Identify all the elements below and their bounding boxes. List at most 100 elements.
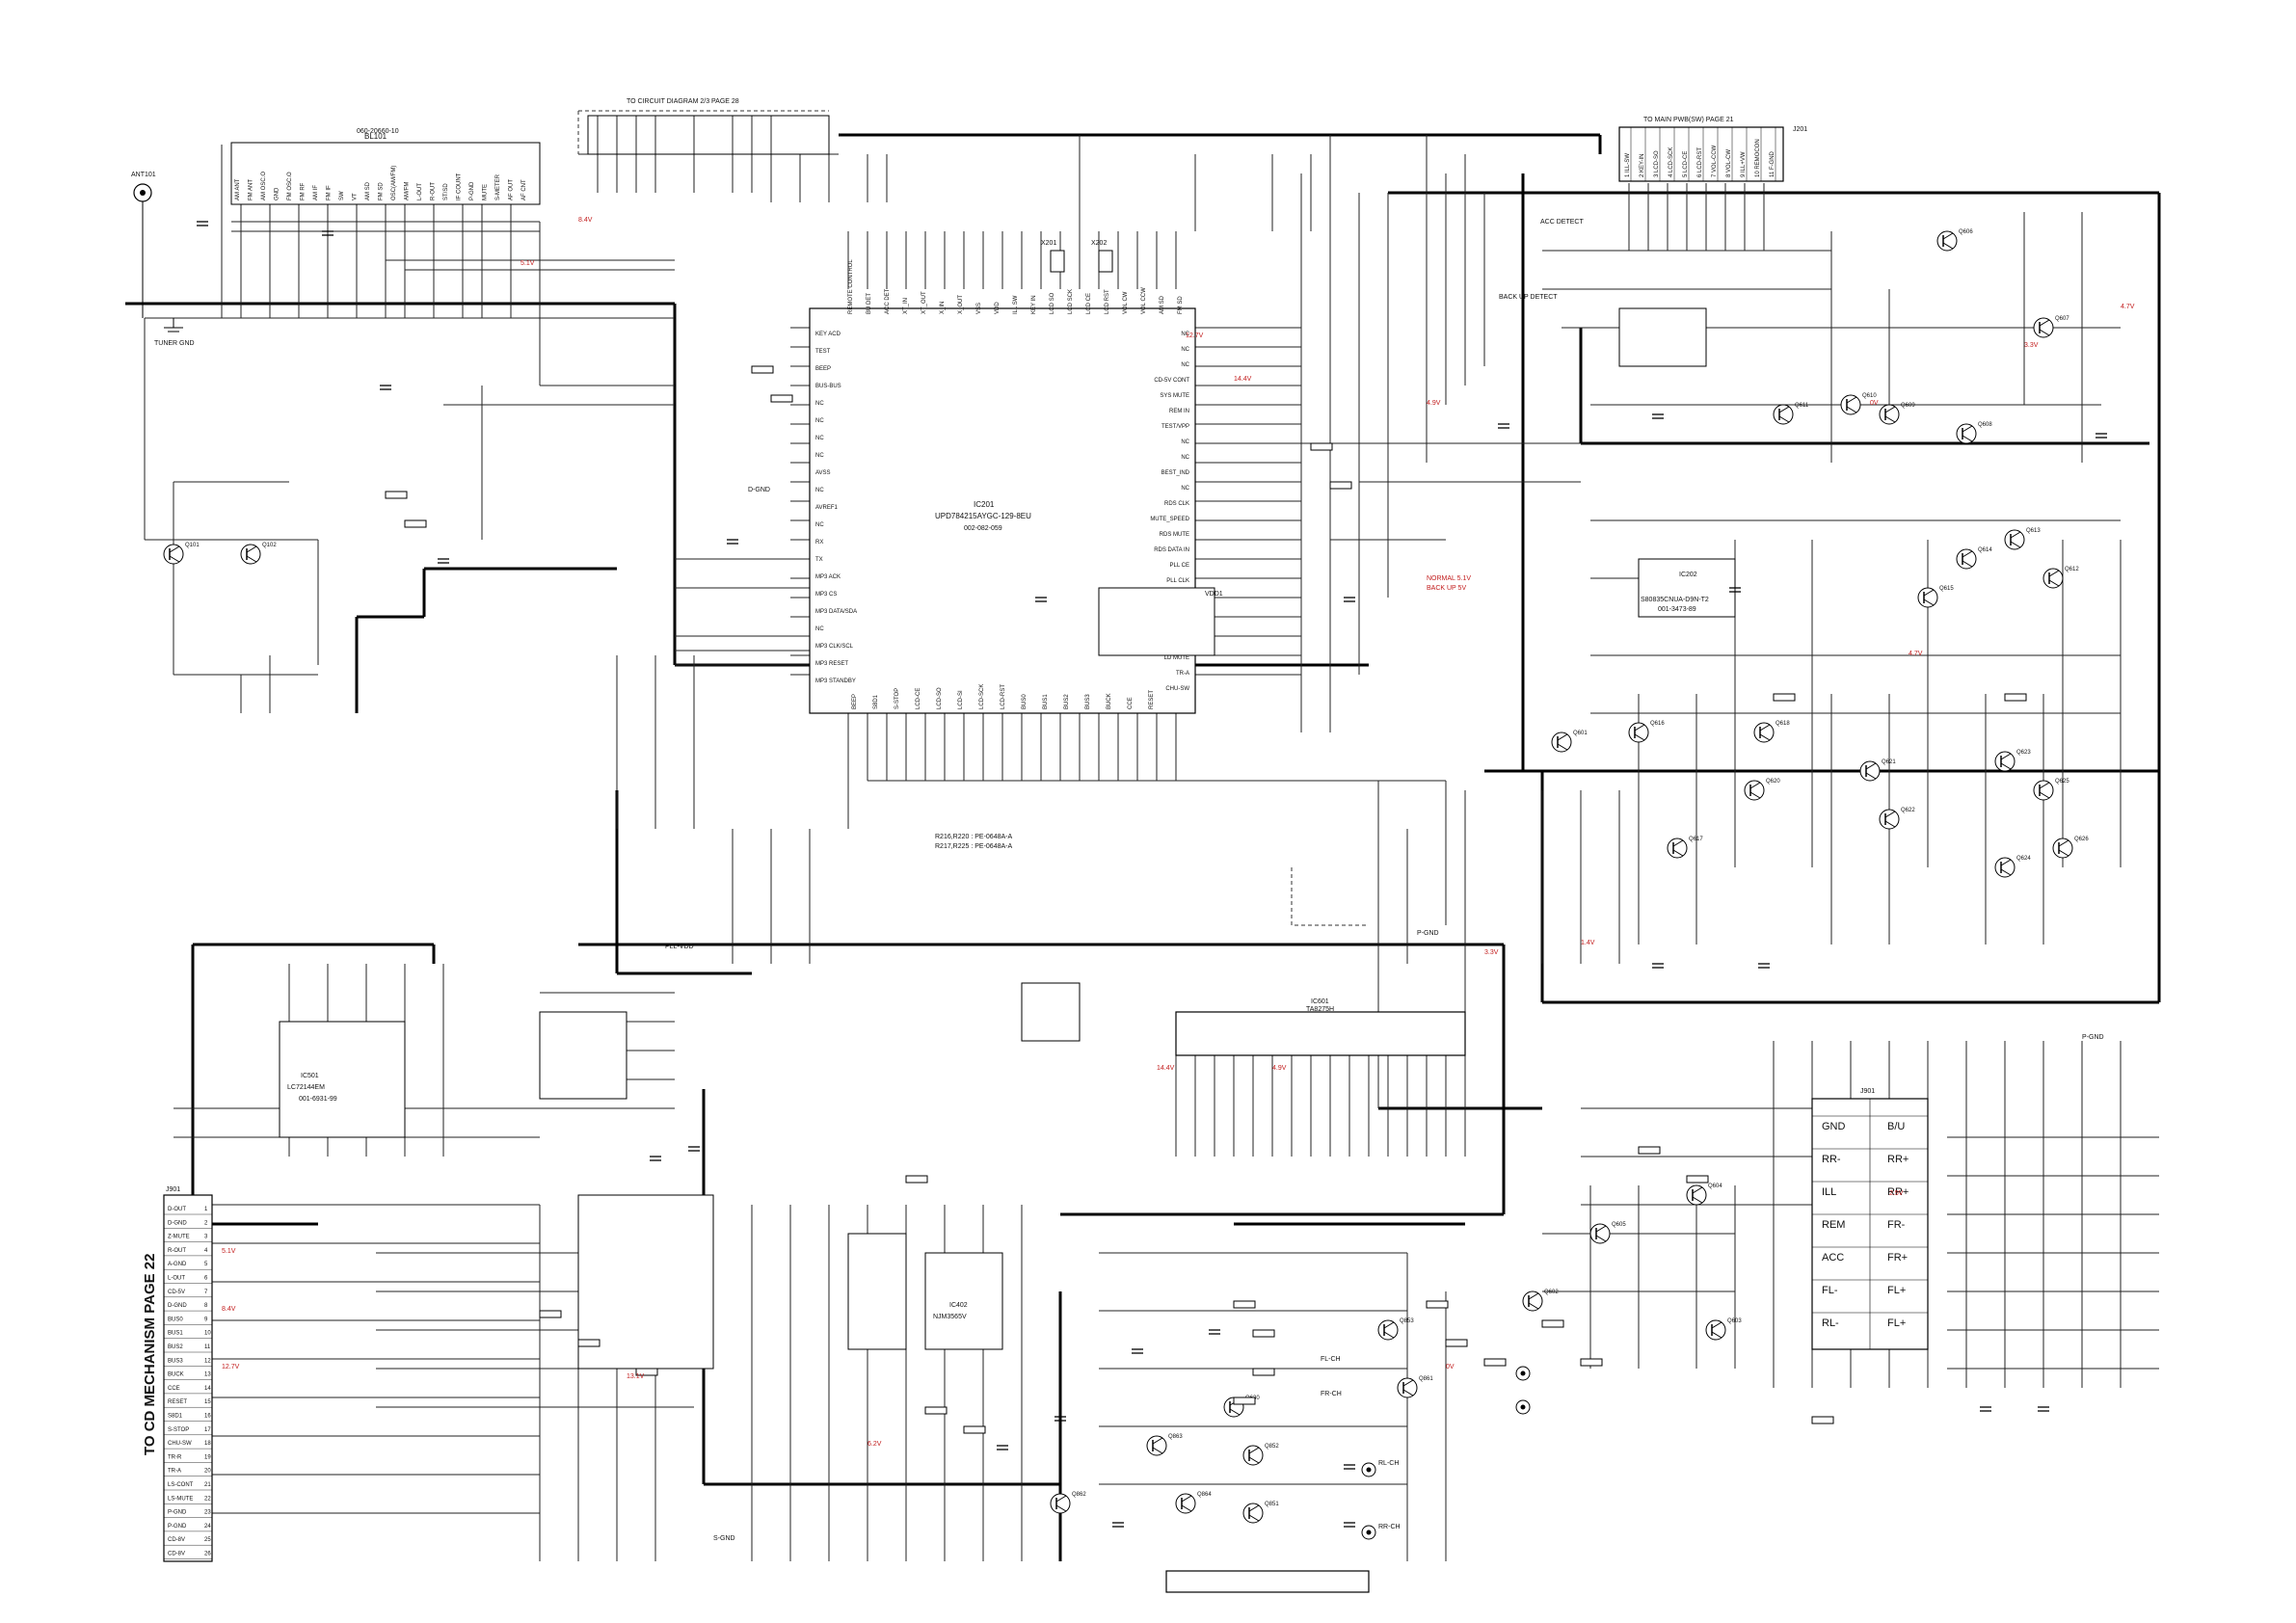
capacitor — [1758, 963, 1770, 969]
resistor — [577, 1339, 601, 1347]
transistor: Q612 — [2042, 567, 2079, 589]
resistor — [1811, 1416, 1834, 1424]
transistor: Q621 — [1859, 759, 1896, 782]
cd-pin-label: BUCK — [168, 1372, 184, 1378]
transistor-label: Q605 — [1612, 1222, 1626, 1228]
tuner-pin-label: FM ANT — [249, 179, 254, 200]
cd-pin-number: 10 — [204, 1331, 211, 1337]
main-pwb-connector-ref: J201 — [1793, 126, 1807, 133]
tuner-gnd-label: TUNER GND — [154, 340, 195, 347]
tuner-pin-label: FM SD — [379, 182, 385, 200]
ic201-pin-label: RDS MUTE — [1160, 532, 1189, 538]
capacitor — [650, 1156, 661, 1161]
transistor: Q613 — [2004, 528, 2041, 550]
transistor-label: Q617 — [1689, 837, 1703, 842]
transistor: Q864 — [1175, 1492, 1212, 1514]
transistor-label: Q618 — [1775, 721, 1790, 727]
cd-connector-ref: J901 — [166, 1186, 180, 1193]
capacitor — [2096, 433, 2107, 439]
voltage-label: 12.7V — [222, 1364, 240, 1370]
cd-pin-label: LS-CONT — [168, 1482, 194, 1488]
title-box — [1165, 1570, 1370, 1593]
ic201-pin-label: BEEP — [815, 366, 831, 372]
ic201-pin-label: VDD — [995, 302, 1001, 314]
ic201-pin-label: BEST_IND — [1161, 470, 1190, 476]
transistor-label: Q608 — [1978, 422, 1992, 428]
ic201-pin-label: NC — [815, 436, 824, 441]
cd-pin-number: 18 — [204, 1441, 211, 1447]
capacitor — [727, 539, 738, 545]
ic601-body: IC601 TA8275H — [1175, 998, 1466, 1056]
annotation-2: R217,R225 : PE-0648A-A — [935, 843, 1012, 850]
tuner-pin-label: FM RF — [301, 182, 307, 200]
pwb-pin-label: 3 LCD-SO — [1654, 150, 1660, 177]
ic201-pin-label: NC — [1181, 332, 1189, 337]
transistor-label: Q626 — [2074, 837, 2089, 842]
ic201-pin-label: MP3 CLK/SCL — [815, 644, 854, 650]
cd-pin-number: 12 — [204, 1358, 211, 1364]
capacitor — [197, 221, 208, 226]
cd-pin-label: L-OUT — [168, 1276, 185, 1282]
tuner-pin-label: SW — [339, 191, 345, 200]
capacitor-symbols — [197, 221, 2107, 1528]
pwb-pin-label: 10 REMOCON — [1755, 139, 1761, 177]
voltage-label: 12.7V — [1186, 333, 1204, 339]
ic501-code: 001-6931-99 — [299, 1096, 337, 1103]
voltage-label: 5.1V — [521, 260, 535, 267]
pwb-pin-label: 5 LCD-CE — [1683, 151, 1689, 177]
voltage-label: 14.4V — [1234, 376, 1252, 383]
ic201-pin-label: SYS MUTE — [1160, 393, 1189, 399]
cd-pin-number: 21 — [204, 1482, 211, 1488]
capacitor — [380, 385, 391, 390]
p-gnd-label-2: P-GND — [2082, 1034, 2104, 1041]
backup-5v-label: BACK UP 5V — [1427, 585, 1466, 592]
transistor: Q606 — [1936, 229, 1973, 252]
transistor: Q101 — [163, 543, 200, 565]
voltage-label: 2.5V — [1889, 1190, 1904, 1197]
ic201-pin-label: VOL CCW — [1141, 287, 1147, 314]
ic402-ref: IC402 — [949, 1302, 968, 1309]
cd-mechanism-label: TO CD MECHANISM PAGE 22 — [142, 1254, 158, 1455]
ic201-pin-label: BUS0 — [1022, 694, 1028, 709]
capacitor — [1652, 963, 1664, 969]
transistor: Q610 — [1840, 393, 1877, 415]
transistor: Q602 — [1522, 1290, 1559, 1312]
ic201-pin-label: TEST/VPP — [1161, 424, 1189, 430]
ic202-part: S80835CNUA-D9N-T2 — [1641, 597, 1709, 603]
tuner-pin-label: AM SD — [365, 181, 371, 200]
main-pwb-ref-label: TO MAIN PWB(SW) PAGE 21 — [1643, 117, 1734, 123]
capacitor — [1652, 413, 1664, 419]
cd-pin-number: 17 — [204, 1427, 211, 1433]
cd-pin-label: D-GND — [168, 1303, 187, 1309]
transistor: Q605 — [1589, 1222, 1626, 1244]
transistor-label: Q601 — [1573, 731, 1588, 736]
cd-pin-label: P-GND — [168, 1524, 187, 1530]
tuner-pin-label: R-OUT — [431, 182, 437, 200]
transistor: Q851 — [1242, 1502, 1279, 1524]
resistor — [385, 491, 408, 499]
resistor — [905, 1175, 928, 1184]
cd-pin-label: BUS1 — [168, 1331, 183, 1337]
cd-pin-number: 20 — [204, 1469, 211, 1475]
resistor — [1773, 693, 1796, 702]
ic201-pin-label: BU DET — [867, 293, 872, 314]
pwb-pin-label: 7 VOL-CCW — [1712, 145, 1718, 177]
capacitor — [1980, 1406, 1991, 1412]
cd-pin-label: CD-8V — [168, 1537, 185, 1543]
ic202-code: 001-3473-89 — [1658, 606, 1696, 613]
tuner-pin-label: VT — [353, 193, 359, 200]
ic201-pin-label: NC — [1181, 455, 1189, 461]
transistor-label: Q101 — [185, 543, 200, 548]
transistor-label: Q612 — [2065, 567, 2079, 572]
ic201-pin-label: TR-A — [1176, 671, 1189, 677]
transistor: Q852 — [1242, 1444, 1279, 1466]
ic201-pin-label: REMOTE CONTROL — [848, 259, 854, 314]
cd-pin-number: 8 — [204, 1303, 208, 1309]
cd-pin-label: S8D1 — [168, 1414, 183, 1420]
ic201-pin-label: BUCK — [1107, 693, 1112, 709]
cd-pin-number: 5 — [204, 1262, 208, 1267]
